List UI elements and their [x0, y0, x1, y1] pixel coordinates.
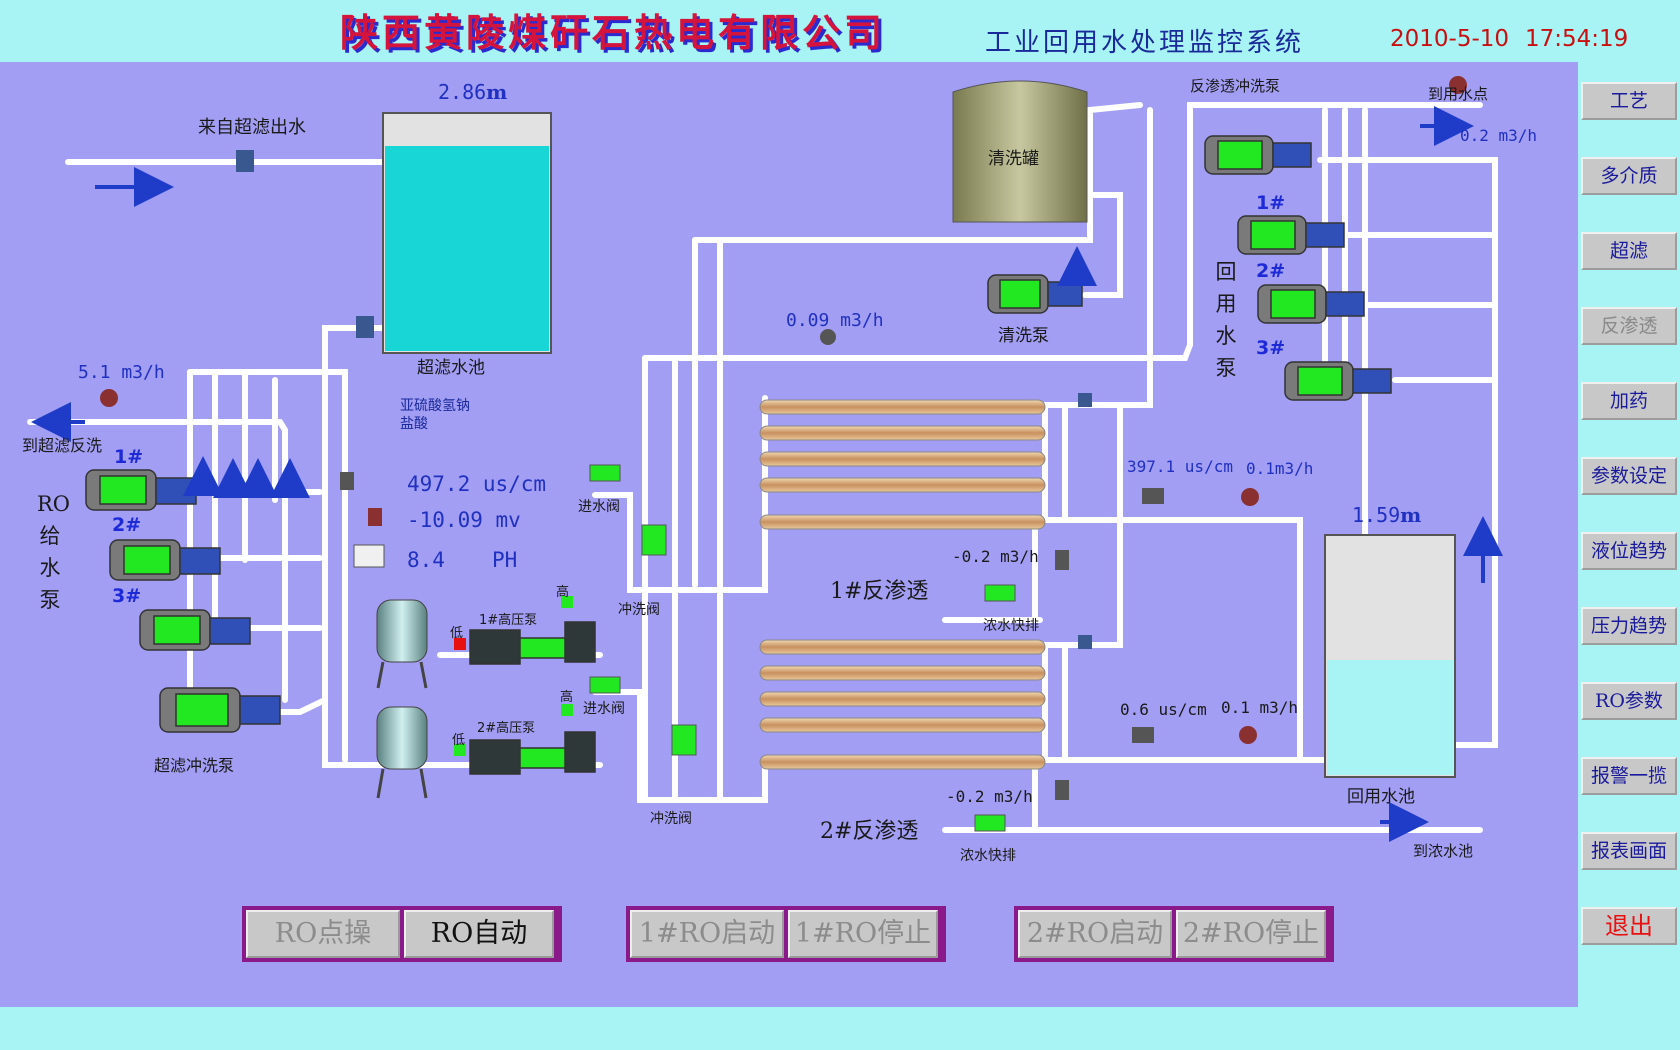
- reuse-pump-3-label: 3#: [1256, 337, 1286, 359]
- motor-pumps: [85, 135, 1392, 775]
- inlet-valve-1-label: 进水阀: [578, 499, 620, 515]
- nav-reverse-osmosis-button[interactable]: 反渗透: [1581, 307, 1677, 345]
- ro1-label: 1#反渗透: [830, 579, 929, 604]
- ro2-pressure-value: -0.2 m3/h: [946, 787, 1033, 806]
- inlet-label: 来自超滤出水: [198, 117, 306, 138]
- ro1-start-button[interactable]: 1#RO启动: [630, 910, 784, 958]
- ro2-start-button[interactable]: 2#RO启动: [1018, 910, 1172, 958]
- nav-alarm-list-button[interactable]: 报警一揽: [1581, 757, 1677, 795]
- hp-pump-1-label: 1#高压泵: [479, 613, 538, 628]
- nav-multimedia-button[interactable]: 多介质: [1581, 157, 1677, 195]
- nav-level-trend-button[interactable]: 液位趋势: [1581, 532, 1677, 570]
- hp-pump-2-low-label: 低: [452, 733, 466, 748]
- process-diagram-panel: [0, 62, 1578, 1007]
- ro2-flow-value: 0.1 m3/h: [1221, 698, 1299, 717]
- ro1-membranes: [759, 399, 1046, 530]
- orp-value: -10.09 mv: [407, 508, 521, 532]
- ro2-control-group: 2#RO启动 2#RO停止: [1014, 906, 1334, 962]
- conductivity-value: 497.2 us/cm: [407, 472, 547, 496]
- nav-process-button[interactable]: 工艺: [1581, 82, 1677, 120]
- ro-mode-group: RO点操 RO自动: [242, 906, 562, 962]
- nav-parameters-button[interactable]: 参数设定: [1581, 457, 1677, 495]
- ro-flush-pump-label: 反渗透冲洗泵: [1190, 77, 1281, 95]
- ro2-concentrate-dump-label: 浓水快排: [960, 848, 1016, 864]
- ro1-concentrate-dump-label: 浓水快排: [983, 618, 1039, 634]
- nav-dosing-button[interactable]: 加药: [1581, 382, 1677, 420]
- nav-exit-button[interactable]: 退出: [1581, 907, 1677, 945]
- ro1-pressure-value: -0.2 m3/h: [952, 547, 1039, 566]
- reuse-pump-1-label: 1#: [1256, 192, 1286, 214]
- cleaning-flow-value: 0.09 m3/h: [786, 310, 884, 331]
- reuse-tank-level: 1.59m: [1352, 503, 1422, 527]
- uf-tank-label: 超滤水池: [417, 358, 485, 378]
- ro2-label: 2#反渗透: [820, 819, 919, 844]
- ro1-control-group: 1#RO启动 1#RO停止: [626, 906, 946, 962]
- ro1-flow-value: 0.1m3/h: [1246, 459, 1314, 478]
- nav-ro-params-button[interactable]: RO参数: [1581, 682, 1677, 720]
- cleaning-tank: [952, 80, 1088, 223]
- system-title: 工业回用水处理监控系统: [985, 28, 1305, 58]
- ro-feed-pump-3-label: 3#: [112, 585, 142, 607]
- ro-feed-pump-2-label: 2#: [112, 514, 142, 536]
- to-concentrate-pool-label: 到浓水池: [1413, 842, 1474, 860]
- hp-pump-1-low-label: 低: [450, 626, 464, 641]
- dosing-vessels: [376, 599, 428, 799]
- valves: [100, 76, 1467, 832]
- hp-pump-2-label: 2#高压泵: [477, 721, 536, 736]
- ro2-conductivity-value: 0.6 us/cm: [1120, 700, 1207, 719]
- hp-pump-1-high-label: 高: [556, 585, 570, 600]
- current-date: 2010-5-10: [1390, 26, 1510, 52]
- flush-valve-2-label: 冲洗阀: [650, 811, 692, 827]
- ro2-membranes: [759, 639, 1046, 770]
- ro-feed-pump-1-label: 1#: [114, 446, 144, 468]
- bisulfite-label: 亚硫酸氢钠: [400, 398, 470, 414]
- flow-arrows: [31, 106, 1503, 842]
- reuse-pump-label: 回用水泵: [1215, 260, 1237, 380]
- ro-auto-button[interactable]: RO自动: [404, 910, 554, 958]
- nav-pressure-trend-button[interactable]: 压力趋势: [1581, 607, 1677, 645]
- ro1-conductivity-value: 397.1 us/cm: [1127, 457, 1233, 476]
- nav-report-button[interactable]: 报表画面: [1581, 832, 1677, 870]
- header-bar: 陕西黄陵煤矸石热电有限公司 工业回用水处理监控系统 2010-5-10 17:5…: [0, 0, 1680, 62]
- cleaning-pump-label: 清洗泵: [998, 326, 1049, 346]
- cleaning-tank-label: 清洗罐: [988, 149, 1039, 169]
- use-point-flow-value: 0.2 m3/h: [1460, 126, 1538, 145]
- uf-flush-pump-label: 超滤冲洗泵: [154, 756, 235, 775]
- company-name: 陕西黄陵煤矸石热电有限公司: [340, 10, 887, 55]
- to-uf-backwash-label: 到超滤反洗: [22, 436, 103, 455]
- to-use-point-label: 到用水点: [1428, 85, 1489, 103]
- ph-value: 8.4: [407, 548, 445, 572]
- nav-ultrafiltration-button[interactable]: 超滤: [1581, 232, 1677, 270]
- hcl-label: 盐酸: [400, 416, 428, 432]
- reuse-pump-2-label: 2#: [1256, 260, 1286, 282]
- flush-valve-1-label: 冲洗阀: [618, 602, 660, 618]
- hp-pump-2-high-label: 高: [560, 690, 574, 705]
- ro-manual-button[interactable]: RO点操: [246, 910, 400, 958]
- uf-tank-level: 2.86m: [438, 80, 508, 104]
- uf-backwash-flow: 5.1 m3/h: [78, 362, 165, 383]
- ph-unit: PH: [492, 548, 518, 572]
- inlet-valve-2-label: 进水阀: [583, 701, 625, 717]
- current-time: 17:54:19: [1525, 26, 1629, 52]
- ro2-stop-button[interactable]: 2#RO停止: [1176, 910, 1326, 958]
- pipe-network: [27, 102, 1498, 833]
- reuse-tank-label: 回用水池: [1347, 787, 1415, 807]
- ro1-stop-button[interactable]: 1#RO停止: [788, 910, 938, 958]
